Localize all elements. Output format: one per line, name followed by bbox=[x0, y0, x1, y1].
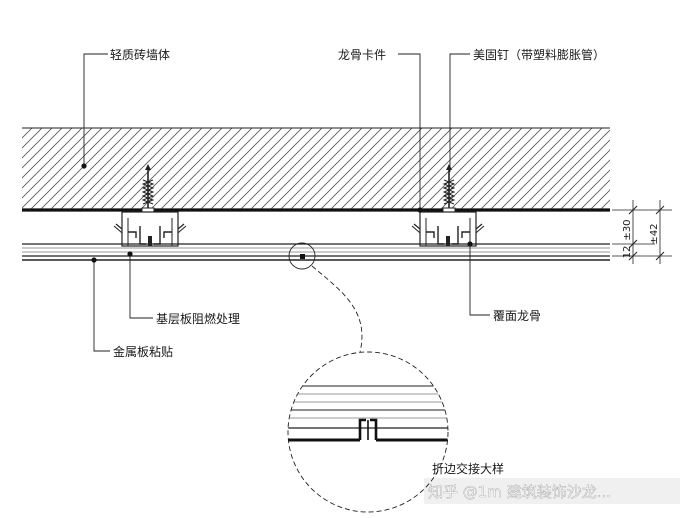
dimension-group bbox=[612, 200, 672, 264]
dim-42-text: ±42 bbox=[649, 223, 660, 244]
label-anchor: 美固钉（带塑料膨胀管） bbox=[473, 47, 605, 62]
leader-dot-metal-panel bbox=[91, 257, 97, 263]
leader-dot-wall bbox=[81, 163, 87, 169]
dim-12-text: 12 bbox=[622, 246, 633, 259]
label-keel-clip: 龙骨卡件 bbox=[338, 48, 386, 62]
label-wall: 轻质砖墙体 bbox=[110, 47, 170, 62]
keel-assembly-left bbox=[113, 211, 187, 247]
label-detail: 折边交接大样 bbox=[432, 461, 504, 476]
keel-assembly-right bbox=[411, 211, 485, 247]
detail-callout-circle bbox=[288, 242, 316, 270]
dim-30-text: ±30 bbox=[622, 219, 633, 240]
leader-dot-base-board bbox=[127, 251, 133, 257]
detail-connector bbox=[311, 265, 363, 353]
label-metal-panel: 金属板粘贴 bbox=[113, 344, 173, 359]
label-cover-keel: 覆面龙骨 bbox=[493, 309, 541, 323]
joint-mark bbox=[300, 254, 305, 259]
detail-enlarge-content bbox=[288, 385, 448, 442]
label-base-board: 基层板阻燃处理 bbox=[156, 311, 240, 326]
leader-dot-cover-keel bbox=[467, 241, 473, 247]
watermark-text: 知乎 @1m 建筑装饰沙龙... bbox=[428, 483, 611, 501]
leader-dot-clip bbox=[417, 207, 423, 213]
watermark-bg bbox=[424, 478, 680, 504]
brick-wall-hatch bbox=[22, 128, 610, 210]
